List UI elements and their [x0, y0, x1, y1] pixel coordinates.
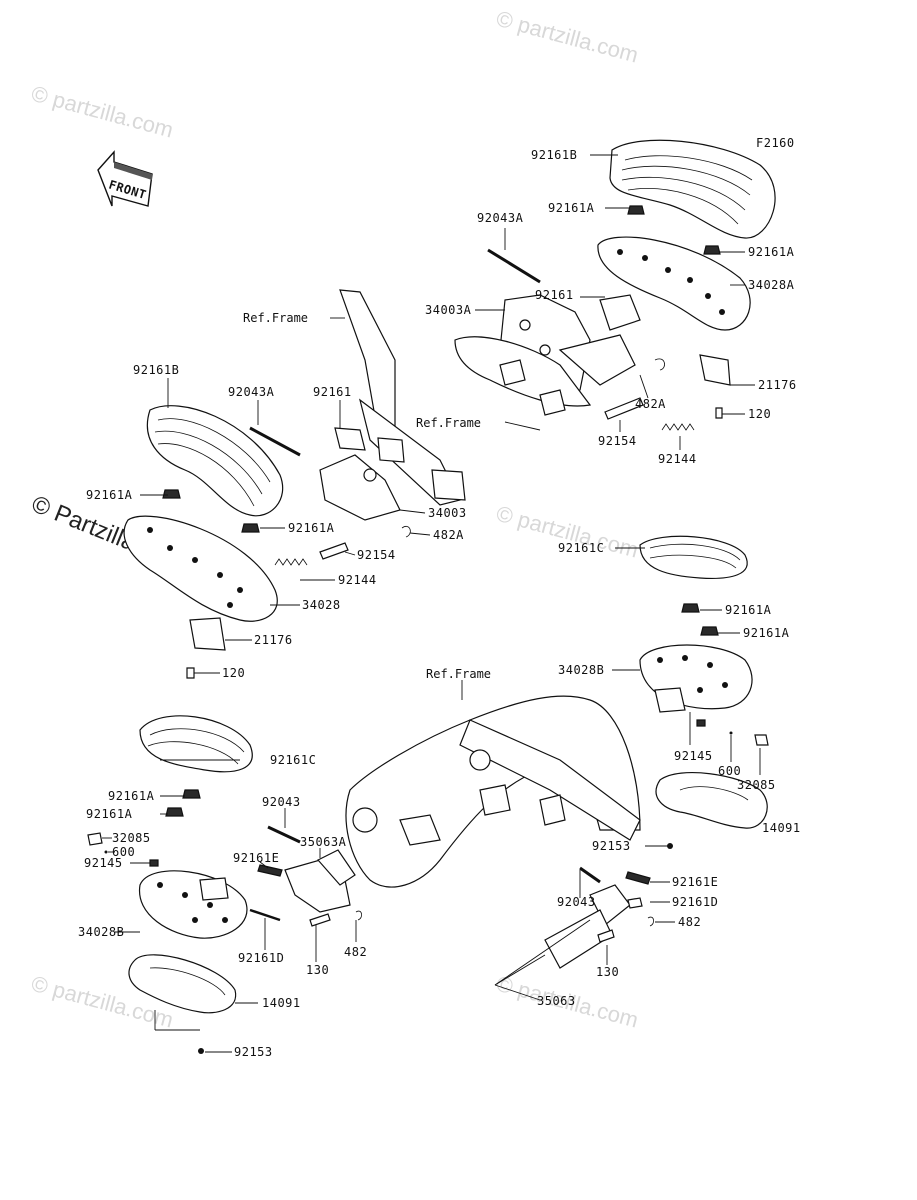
label-600: 600 [112, 845, 135, 859]
label-92043A: 92043A [477, 211, 524, 225]
label-92161A: 92161A [748, 245, 795, 259]
label-92161A: 92161A [86, 488, 133, 502]
label-34003A: 34003A [425, 303, 472, 317]
label-92161A: 92161A [548, 201, 595, 215]
watermark: © partzilla.com [29, 81, 176, 143]
label-35063: 35063 [537, 994, 576, 1008]
label-35063A: 35063A [300, 835, 347, 849]
label-120: 120 [222, 666, 245, 680]
label-34028: 34028 [302, 598, 341, 612]
ref-frame-label: Ref.Frame [426, 667, 491, 681]
right-lower-assembly [639, 535, 769, 849]
label-92161A: 92161A [86, 807, 133, 821]
label-92153: 92153 [234, 1045, 273, 1059]
label-92161A: 92161A [725, 603, 772, 617]
label-92154: 92154 [357, 548, 396, 562]
label-482A: 482A [433, 528, 464, 542]
label-92161A: 92161A [288, 521, 335, 535]
label-34028B: 34028B [558, 663, 604, 677]
label-92161B: 92161B [531, 148, 577, 162]
watermark: © partzilla.com [494, 6, 641, 68]
label-92161E: 92161E [233, 851, 279, 865]
label-92161D: 92161D [672, 895, 718, 909]
label-92161D: 92161D [238, 951, 284, 965]
left-middle-assembly [123, 405, 411, 679]
label-92161: 92161 [313, 385, 352, 399]
left-lower-assembly [87, 715, 362, 1054]
label-21176: 21176 [758, 378, 797, 392]
label-92145: 92145 [674, 749, 713, 763]
label-92153: 92153 [592, 839, 631, 853]
label-92161: 92161 [535, 288, 574, 302]
label-482: 482 [678, 915, 701, 929]
label-92161C: 92161C [558, 541, 604, 555]
label-32085: 32085 [112, 831, 151, 845]
ref-frame-label: Ref.Frame [416, 416, 481, 430]
leader-lines [102, 154, 761, 1053]
diagram-code: F2160 [756, 136, 795, 150]
label-14091: 14091 [762, 821, 801, 835]
center-frame-lower [345, 695, 641, 888]
label-92144: 92144 [338, 573, 377, 587]
label-92043: 92043 [262, 795, 301, 809]
label-92043A: 92043A [228, 385, 275, 399]
label-482A: 482A [635, 397, 666, 411]
top-right-assembly [454, 139, 776, 431]
right-lower-bracket [544, 866, 654, 969]
label-34028B: 34028B [78, 925, 124, 939]
label-92145: 92145 [84, 856, 123, 870]
label-21176: 21176 [254, 633, 293, 647]
label-92161A: 92161A [743, 626, 790, 640]
label-130: 130 [596, 965, 619, 979]
label-482: 482 [344, 945, 367, 959]
label-120: 120 [748, 407, 771, 421]
part-labels: 92161B 92161A 92043A 92161A 34028A 34003… [78, 148, 801, 1059]
ref-frame-label: Ref.Frame [243, 311, 308, 325]
label-92161B: 92161B [133, 363, 179, 377]
center-frame-top [339, 289, 466, 506]
label-600: 600 [718, 764, 741, 778]
label-34028A: 34028A [748, 278, 795, 292]
label-92144: 92144 [658, 452, 697, 466]
label-32085: 32085 [737, 778, 776, 792]
front-arrow-icon: FRONT [97, 150, 153, 207]
label-130: 130 [306, 963, 329, 977]
label-14091: 14091 [262, 996, 301, 1010]
label-92161E: 92161E [672, 875, 718, 889]
label-92161A: 92161A [108, 789, 155, 803]
label-34003: 34003 [428, 506, 467, 520]
label-92161C: 92161C [270, 753, 316, 767]
label-92043: 92043 [557, 895, 596, 909]
label-92154: 92154 [598, 434, 637, 448]
